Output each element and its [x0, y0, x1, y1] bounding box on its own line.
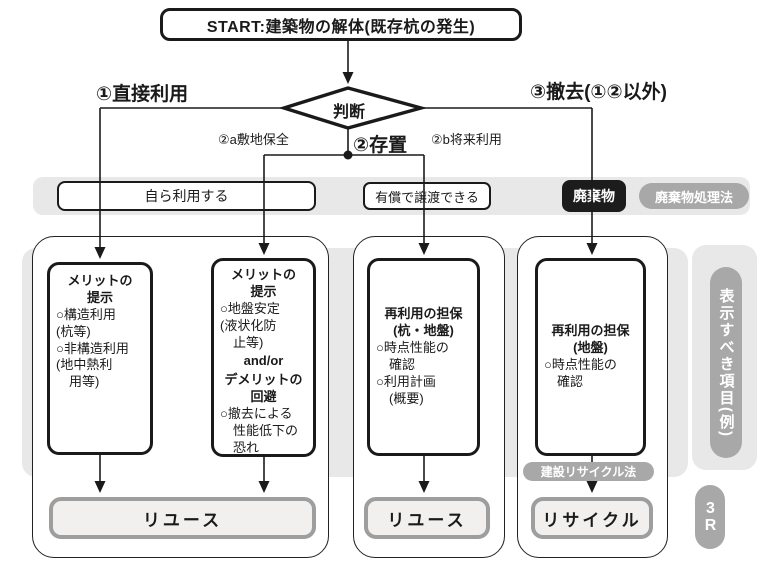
column2-andor: and/or	[243, 353, 284, 369]
waste-disposal-law-badge: 廃棄物処理法	[639, 183, 749, 209]
column2-items-2: ○撤去による 性能低下の 恐れ	[220, 406, 299, 455]
start-node: START:建築物の解体(既存杭の発生)	[160, 8, 522, 41]
waste-node: 廃棄物	[562, 180, 626, 212]
branch-label-future-use: ②b将来利用	[431, 132, 502, 147]
column3-header: 再利用の担保 (杭・地盤)	[384, 306, 463, 339]
column-merit-structural: メリットの 提示 ○構造利用 (杭等) ○非構造利用 (地中熱利 用等)	[47, 262, 153, 455]
branch-label-site-preservation: ②a敷地保全	[218, 132, 289, 147]
display-items-vertical-badge: 表示すべき項目(例)	[710, 267, 742, 458]
recycle-outcome: リサイクル	[531, 497, 653, 539]
junction-dot	[343, 150, 353, 160]
branch-label-leave-in-place: ②存置	[353, 135, 408, 156]
decision-node-label: 判断	[332, 104, 365, 121]
column1-items: ○構造利用 (杭等) ○非構造利用 (地中熱利 用等)	[56, 306, 129, 390]
branch-label-direct-use: ①直接利用	[96, 84, 189, 105]
column1-header: メリットの 提示	[67, 273, 133, 305]
paid-transfer-node: 有償で譲渡できる	[363, 182, 491, 210]
column-reuse-guarantee-pile-ground: 再利用の担保 (杭・地盤) ○時点性能の 確認 ○利用計画 (概要)	[367, 258, 480, 456]
column2-items-1: ○地盤安定 (液状化防 止等)	[220, 300, 280, 350]
branch-label-removal: ③撤去(①②以外)	[530, 82, 667, 103]
construction-recycle-law-badge: 建設リサイクル法	[523, 462, 654, 481]
column4-header: 再利用の担保 (地盤)	[551, 323, 630, 356]
column2-header: メリットの 提示	[230, 267, 296, 299]
three-r-badge: 3R	[695, 485, 725, 549]
column-merit-demerit: メリットの 提示 ○地盤安定 (液状化防 止等) and/or デメリットの 回…	[211, 258, 316, 457]
column2-header-2: デメリットの 回避	[224, 372, 303, 405]
reuse-outcome-mid: リユース	[364, 497, 490, 539]
column3-items: ○時点性能の 確認 ○利用計画 (概要)	[376, 340, 449, 406]
column-reuse-guarantee-ground: 再利用の担保 (地盤) ○時点性能の 確認	[535, 258, 646, 456]
reuse-outcome-left: リユース	[49, 497, 316, 539]
self-use-node: 自ら利用する	[57, 181, 316, 211]
column4-items: ○時点性能の 確認	[544, 357, 617, 389]
